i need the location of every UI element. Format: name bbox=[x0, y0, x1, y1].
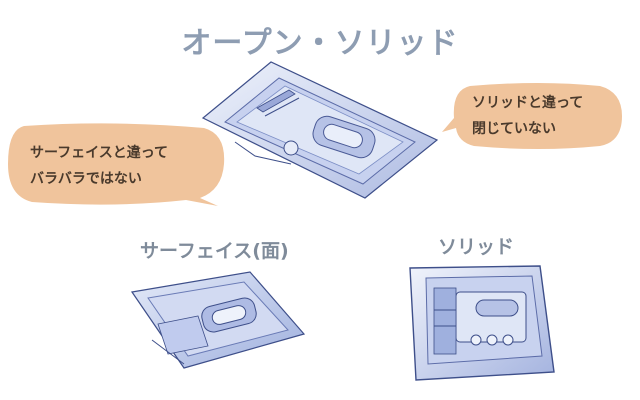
bubble-right-line2: 閉じていない bbox=[472, 121, 556, 137]
bubble-left-line1: サーフェイスと違って bbox=[30, 145, 169, 161]
speech-bubble-right: ソリッドと違って 閉じていない bbox=[440, 80, 625, 152]
bubble-right-line1: ソリッドと違って bbox=[472, 95, 584, 111]
speech-bubble-left: サーフェイスと違って バラバラではない bbox=[4, 120, 234, 210]
page-title: オープン・ソリッド bbox=[181, 26, 459, 61]
solid-label: ソリッド bbox=[438, 236, 515, 258]
solid-model bbox=[409, 265, 555, 381]
bubble-shape bbox=[8, 123, 225, 206]
surface-model bbox=[130, 271, 306, 369]
surface-label: サーフェイス(面) bbox=[140, 240, 289, 262]
bubble-shape bbox=[442, 83, 622, 149]
open-solid-model bbox=[201, 61, 439, 199]
bubble-left-line2: バラバラではない bbox=[30, 171, 142, 187]
